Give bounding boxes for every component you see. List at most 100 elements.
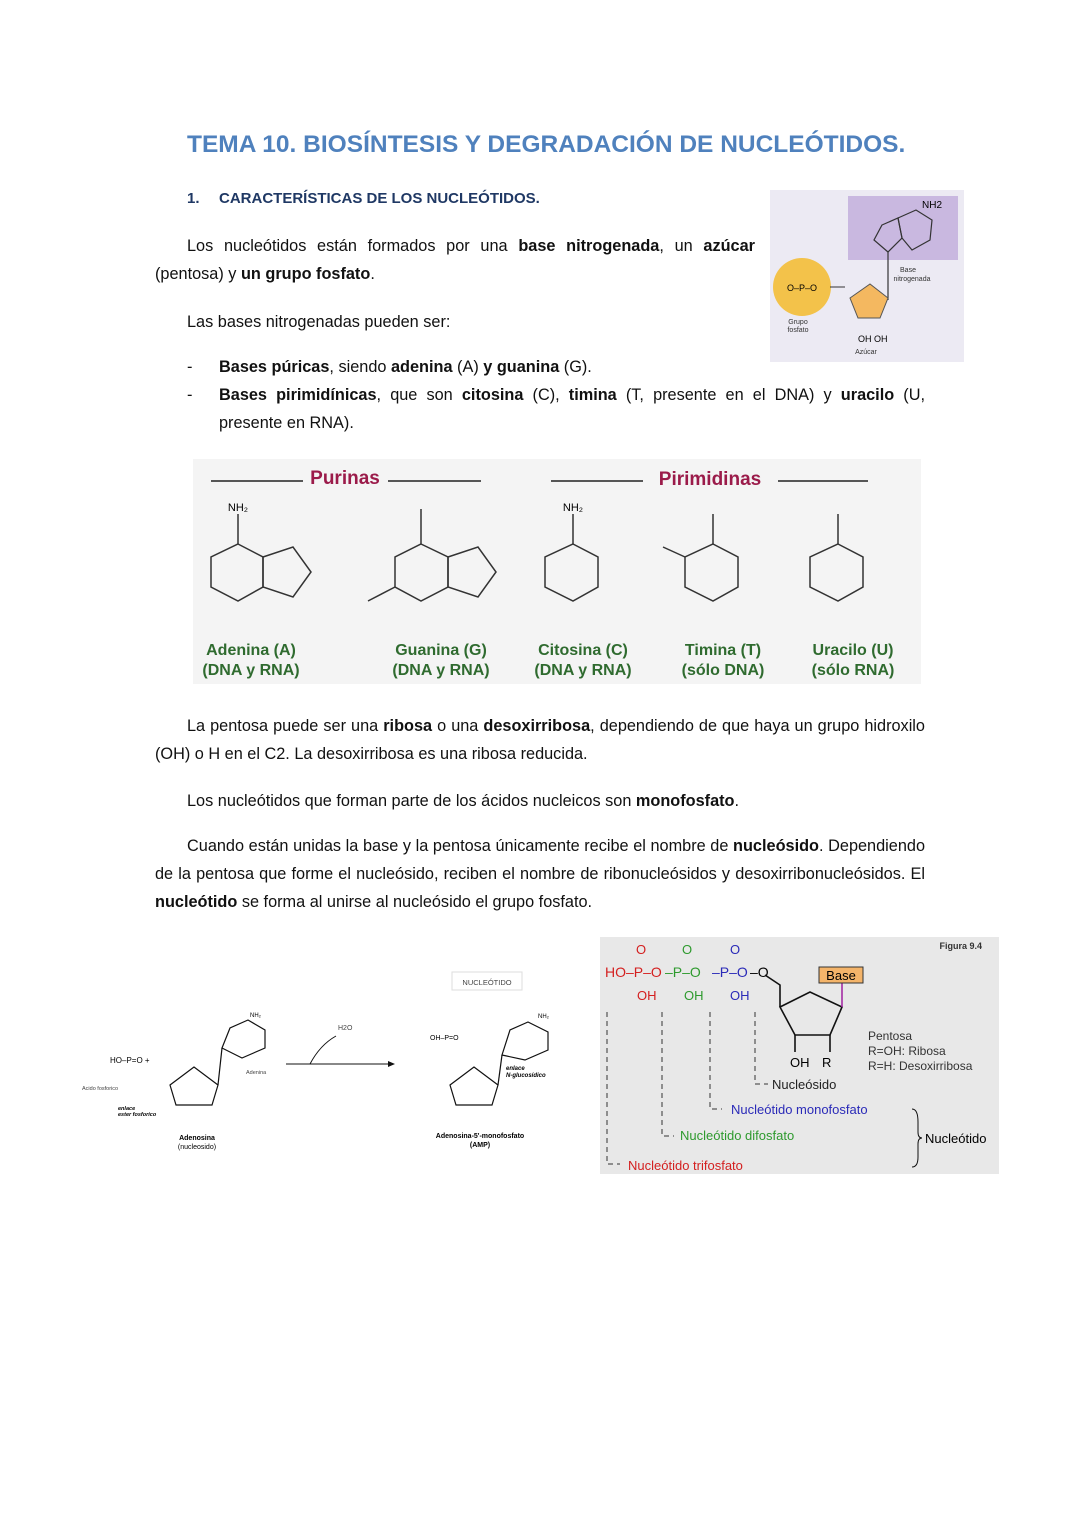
- paragraph-components: Los nucleótidos están formados por una b…: [155, 232, 755, 288]
- bold-text: desoxirribosa: [483, 717, 591, 735]
- bullet-pyrimidines: - Bases pirimidínicas, que son citosina …: [187, 381, 925, 437]
- pentose-label: Pentosa: [868, 1029, 912, 1043]
- nh2-label: NH₂: [250, 1013, 262, 1019]
- water-label: H2O: [338, 1025, 353, 1032]
- text: (pentosa) y: [155, 265, 241, 283]
- base-structures: [210, 509, 864, 602]
- purines-header: Purinas: [310, 468, 380, 489]
- product-label: Adenosina-5'-monofosfato: [436, 1133, 524, 1140]
- triphosphate-label: Nucleótido trifosfato: [628, 1158, 743, 1173]
- text: . Dependiendo de la pentosa que forme el…: [155, 837, 926, 883]
- text: (U, presente en RNA).: [219, 386, 925, 432]
- glyco-label-1: enlace: [506, 1066, 525, 1072]
- text: o una: [432, 717, 484, 735]
- arrowhead-icon: [388, 1061, 395, 1067]
- bond-label-1: enlace: [118, 1106, 135, 1112]
- text: , dependiendo de que haya un grupo hidro…: [155, 717, 925, 763]
- text: , que son: [376, 386, 462, 404]
- phosphate-formula: OH–P=O: [430, 1035, 459, 1042]
- base-name: Adenina (A): [206, 642, 296, 659]
- figure-label: Figura 9.4: [939, 941, 982, 951]
- bold-text: un grupo fosfato: [240, 265, 371, 283]
- text: , siendo: [329, 358, 391, 376]
- nucleotide-structure-figure: NH2 Base nitrogenada O–P–O Grupo fosfato…: [770, 190, 964, 362]
- pentose-ring: [764, 974, 844, 1052]
- text: Los nucleótidos están formados por una: [187, 237, 519, 255]
- bold-text: nucleósido: [733, 837, 819, 855]
- nitrogenous-bases-figure: Purinas Pirimidinas NH₂ NH₂ Adenina (A) …: [193, 459, 921, 684]
- text: La pentosa puede ser una: [187, 717, 384, 735]
- bold-text: Bases púricas: [219, 358, 330, 376]
- base-name: Timina (T): [685, 642, 761, 659]
- bullet-dash: -: [187, 358, 193, 376]
- sugar-ring: [849, 283, 889, 319]
- nh2-label: NH₂: [538, 1014, 550, 1020]
- base-box: [848, 196, 958, 260]
- bold-text: ribosa: [383, 717, 433, 735]
- text: se forma al unirse al nucleósido el grup…: [237, 893, 593, 911]
- phosphate-label-1: Grupo: [788, 319, 808, 326]
- base-presence: (DNA y RNA): [202, 662, 299, 679]
- bullet-dash: -: [187, 386, 193, 404]
- water-arrow: [309, 1035, 337, 1065]
- phosphoric-acid-formula: HO–P=O +: [110, 1056, 150, 1065]
- text: .: [370, 265, 375, 283]
- dashed-brackets: [606, 1012, 768, 1165]
- section-heading: 1.CARACTERÍSTICAS DE LOS NUCLEÓTIDOS.: [187, 190, 540, 207]
- base-label-2: nitrogenada: [894, 276, 931, 283]
- base-label: Base: [826, 968, 856, 983]
- oxygen: –O: [750, 964, 769, 980]
- page-title: TEMA 10. BIOSÍNTESIS Y DEGRADACIÓN DE NU…: [187, 131, 906, 158]
- text: Los nucleótidos que forman parte de los …: [187, 792, 636, 810]
- nucleotide-label: Nucleótido: [925, 1131, 986, 1146]
- nucleotide-box-label: NUCLEÓTIDO: [462, 978, 511, 987]
- nh2-label: NH₂: [563, 502, 583, 514]
- acid-label: Acido fosforico: [82, 1086, 118, 1092]
- oh: OH: [684, 988, 704, 1003]
- adenine-label: Adenina: [246, 1070, 267, 1076]
- bold-text: timina: [568, 386, 617, 404]
- oh-label: OH: [874, 334, 888, 344]
- product-sublabel: (AMP): [470, 1142, 490, 1149]
- section-title: CARACTERÍSTICAS DE LOS NUCLEÓTIDOS.: [219, 190, 540, 207]
- pyrimidines-header: Pirimidinas: [659, 469, 761, 490]
- bold-text: uracilo: [840, 386, 895, 404]
- monophosphate-label: Nucleótido monofosfato: [731, 1102, 868, 1117]
- nucleoside-label: Nucleósido: [772, 1077, 836, 1092]
- oxygen: O: [730, 942, 740, 957]
- base-name: Guanina (G): [395, 642, 487, 659]
- base-name: Citosina (C): [538, 642, 628, 659]
- bold-text: Bases pirimidínicas: [219, 386, 377, 404]
- base-box: [818, 966, 864, 984]
- figure-background: [193, 459, 921, 684]
- amp-formation-figure: HO–P=O + Acido fosforico NH₂ Adenina enl…: [82, 971, 550, 1151]
- bold-text: monofosfato: [635, 792, 735, 810]
- base-presence: (sólo DNA): [682, 662, 765, 679]
- base-names: Adenina (A) (DNA y RNA) Guanina (G) (DNA…: [202, 642, 894, 679]
- base-presence: (DNA y RNA): [392, 662, 489, 679]
- bold-text: azúcar: [703, 237, 755, 255]
- text: (T, presente en el DNA) y: [616, 386, 841, 404]
- oh: OH: [637, 988, 657, 1003]
- paragraph-monophosphate: Los nucleótidos que forman parte de los …: [187, 787, 739, 815]
- ribose-label: R=OH: Ribosa: [868, 1044, 946, 1058]
- nh2-label: NH₂: [228, 502, 248, 514]
- bold-text: nucleótido: [155, 893, 238, 911]
- bold-text: base nitrogenada: [518, 237, 660, 255]
- base-name: Uracilo (U): [813, 642, 894, 659]
- oh: OH: [790, 1055, 810, 1070]
- base-presence: (sólo RNA): [812, 662, 895, 679]
- phosphate-formula: O–P–O: [787, 283, 817, 293]
- base-rings: [873, 209, 933, 300]
- paragraph-nucleoside: Cuando están unidas la base y la pentosa…: [155, 832, 925, 916]
- bold-text: adenina: [390, 358, 453, 376]
- nucleoside-label: Adenosina: [179, 1135, 215, 1142]
- r-label: R: [822, 1055, 831, 1070]
- deoxyribose-label: R=H: Desoxirribosa: [868, 1059, 973, 1073]
- text: Cuando están unidas la base y la pentosa…: [187, 837, 734, 855]
- base-label-1: Base: [900, 267, 916, 274]
- nucleoside-sublabel: (nucleosido): [178, 1144, 216, 1151]
- oh: OH: [730, 988, 750, 1003]
- paragraph-bases-intro: Las bases nitrogenadas pueden ser:: [187, 313, 451, 331]
- oxygen: O: [682, 942, 692, 957]
